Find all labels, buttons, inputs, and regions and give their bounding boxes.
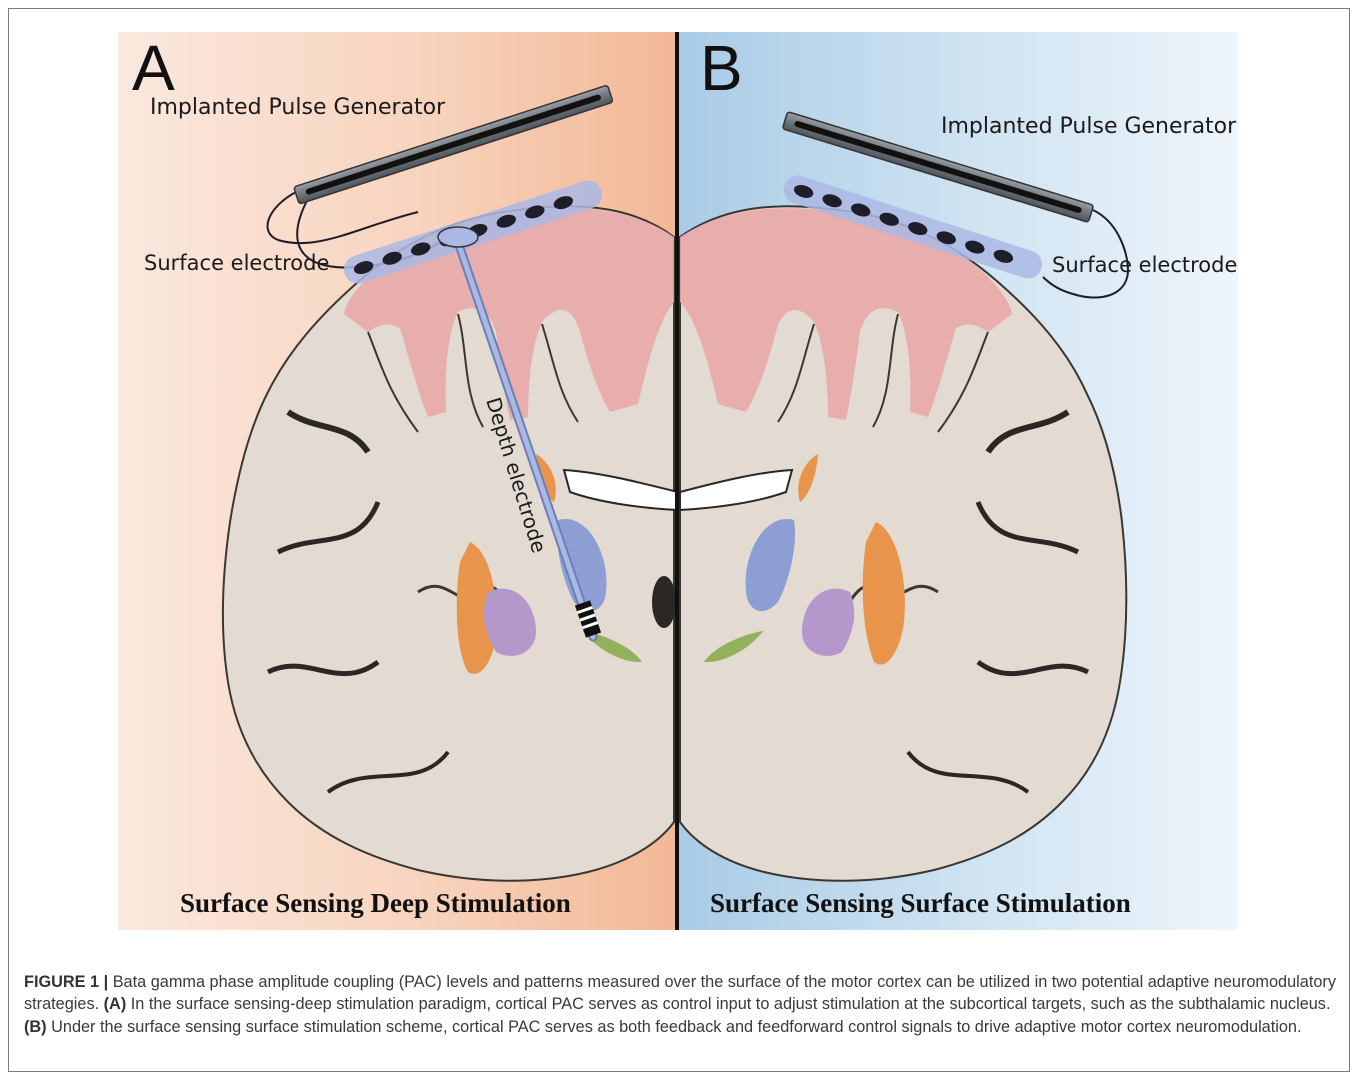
panel-b-bottom-title: Surface Sensing Surface Stimulation — [710, 888, 1131, 918]
caption-label-a: (A) — [104, 995, 127, 1013]
panel-b-surface-electrode-label: Surface electrode — [1052, 253, 1237, 277]
left-third-ventricle — [652, 576, 676, 628]
panel-b-letter: B — [700, 32, 743, 104]
panel-a-letter: A — [132, 32, 175, 104]
panel-a-surface-electrode-label: Surface electrode — [144, 251, 329, 275]
figure-illustration: A B Implanted Pulse Generator Implanted … — [118, 32, 1238, 930]
panel-b-generator-label: Implanted Pulse Generator — [941, 114, 1237, 139]
caption-figure-label: FIGURE 1 | — [24, 973, 108, 991]
caption-text-b: Under the surface sensing surface stimul… — [47, 1018, 1302, 1036]
caption-text-a: In the surface sensing-deep stimulation … — [126, 995, 1330, 1013]
panel-a-generator-label: Implanted Pulse Generator — [150, 95, 446, 120]
panel-a-bottom-title: Surface Sensing Deep Stimulation — [180, 888, 571, 918]
caption-label-b: (B) — [24, 1018, 47, 1036]
figure-caption: FIGURE 1 | Bata gamma phase amplitude co… — [24, 971, 1340, 1038]
panel-divider — [675, 32, 679, 930]
